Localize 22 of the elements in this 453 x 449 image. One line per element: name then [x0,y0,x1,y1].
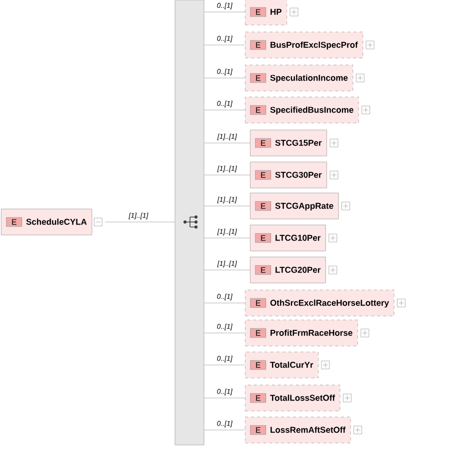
element-box: E STCGAppRate [250,192,339,220]
element-box: E LTCG20Per [250,256,326,284]
element-box: E SpecifiedBusIncome [245,96,359,124]
element-box: E TotalLossSetOff [245,384,340,412]
element-box: E SpeculationIncome [245,64,354,92]
element-box: E HP [245,0,287,26]
element-box: E LTCG10Per [250,224,326,252]
sequence-bar [174,0,204,446]
connector [204,302,246,304]
element-box: E ScheduleCYLA [1,208,92,236]
connector [204,174,250,176]
element-box: E OthSrcExclRaceHorseLottery [245,290,394,316]
element-box: E STCG30Per [250,162,327,188]
connector [204,44,246,46]
element-box: E ProfitFrmRaceHorse [245,320,358,346]
element-box: E STCG15Per [250,130,327,156]
element-box: E BusProfExclSpecProf [245,32,364,58]
element-box: E LossRemAftSetOff [245,416,351,444]
element-box: E TotalCurYr [245,352,318,378]
connector [204,332,246,334]
connector [204,142,250,144]
connector [204,364,246,366]
